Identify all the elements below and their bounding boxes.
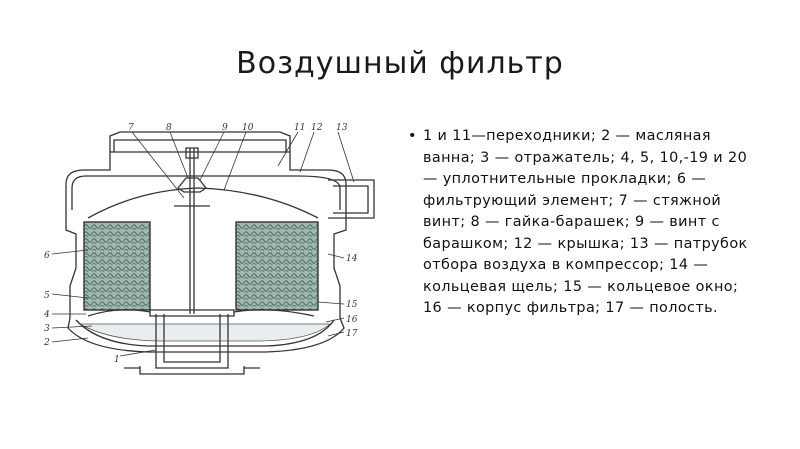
filter-element-left xyxy=(83,221,151,311)
callout-3: 3 xyxy=(44,324,50,334)
callout-6: 6 xyxy=(44,251,50,261)
slide-title: Воздушный фильтр xyxy=(236,46,564,81)
callout-13: 13 xyxy=(336,123,348,133)
reflector xyxy=(87,309,151,317)
callout-9: 9 xyxy=(222,123,228,133)
tie-rod xyxy=(189,148,195,314)
air-filter-diagram: 7 8 9 10 11 12 13 6 14 5 15 4 16 3 2 17 … xyxy=(28,118,400,380)
callout-1: 1 xyxy=(114,355,120,365)
callout-10: 10 xyxy=(242,123,254,133)
callout-5: 5 xyxy=(44,291,50,301)
callout-15: 15 xyxy=(346,300,358,310)
callout-16: 16 xyxy=(346,315,358,325)
filter-element-right xyxy=(235,221,319,311)
central-tube xyxy=(155,314,229,369)
cover xyxy=(65,151,347,210)
callout-17: 17 xyxy=(346,329,358,339)
callout-8: 8 xyxy=(166,123,172,133)
filter-body xyxy=(65,210,77,318)
cover-cap xyxy=(109,131,291,152)
air-filter-drawing: 7 8 9 10 11 12 13 6 14 5 15 4 16 3 2 17 … xyxy=(43,123,375,375)
wing-nut xyxy=(177,177,207,193)
inner-dome xyxy=(87,187,319,219)
callout-2: 2 xyxy=(43,338,50,348)
adapter-flange xyxy=(139,366,245,375)
callout-4: 4 xyxy=(43,310,50,320)
legend-item: • 1 и 11—переходники; 2 — масляная ванна;… xyxy=(408,126,753,320)
callout-7: 7 xyxy=(128,123,134,133)
callout-11: 11 xyxy=(294,123,305,133)
callout-12: 12 xyxy=(311,123,323,133)
oil-bath xyxy=(67,317,345,353)
callout-14: 14 xyxy=(346,254,358,264)
bullet-icon: • xyxy=(408,128,417,144)
air-outlet-pipe xyxy=(328,179,375,219)
legend-list: • 1 и 11—переходники; 2 — масляная ванна;… xyxy=(408,126,753,320)
legend-text: 1 и 11—переходники; 2 — масляная ванна; … xyxy=(423,128,748,316)
